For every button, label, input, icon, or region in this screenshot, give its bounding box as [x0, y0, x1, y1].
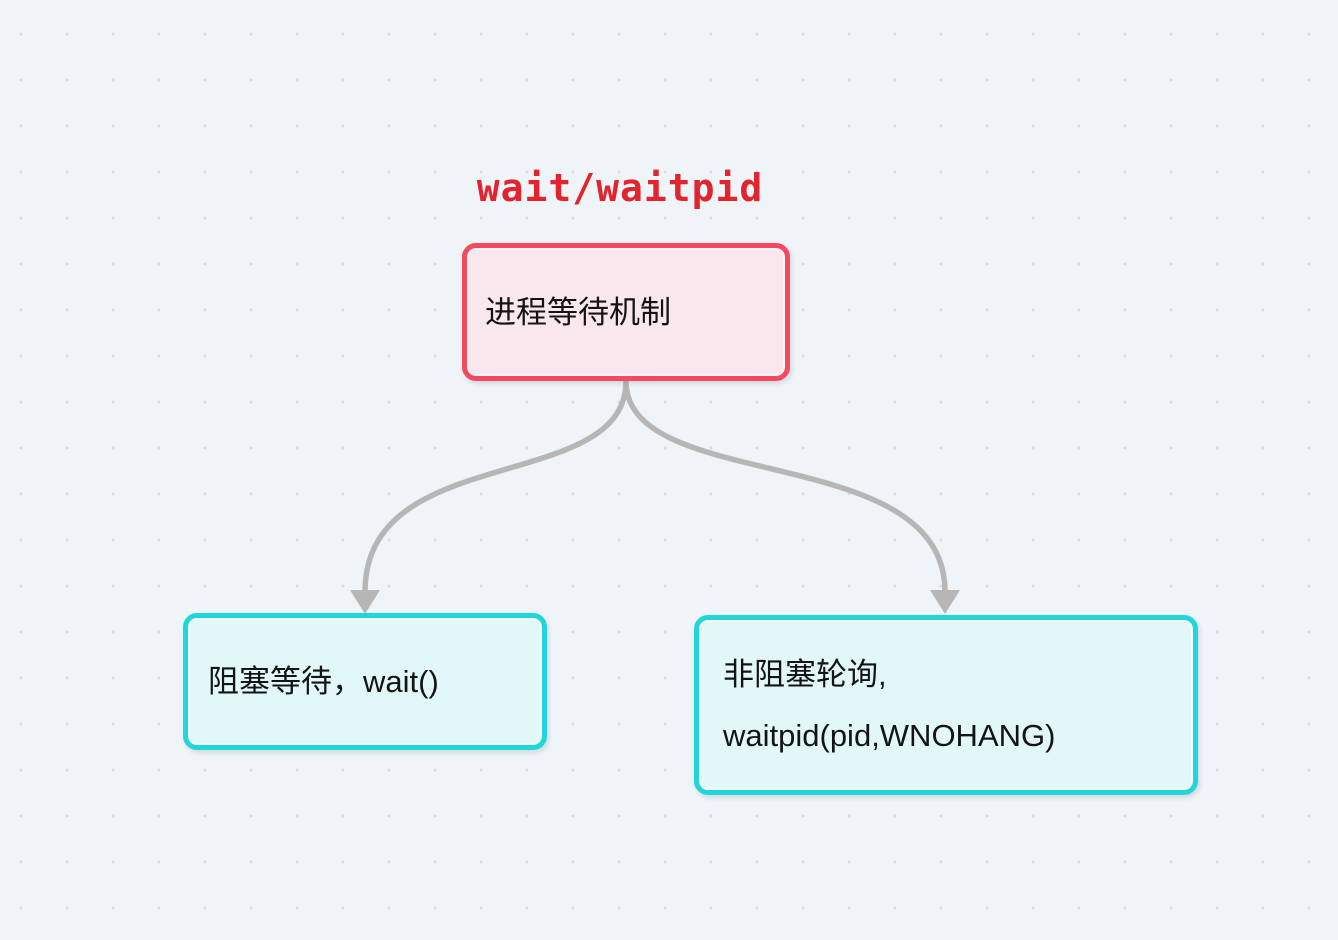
- root-node-process-wait-mechanism[interactable]: 进程等待机制: [462, 243, 790, 381]
- branch-connector-right: [623, 378, 960, 614]
- arrowhead-right-icon: [930, 590, 960, 614]
- diagram-title[interactable]: wait/waitpid: [476, 166, 764, 210]
- child-node-blocking-wait[interactable]: 阻塞等待，wait(): [183, 613, 547, 750]
- child-node-nonblocking-poll[interactable]: 非阻塞轮询, waitpid(pid,WNOHANG): [694, 615, 1198, 795]
- child-node-nonblocking-poll-label-line1: 非阻塞轮询,: [723, 657, 887, 692]
- child-node-blocking-wait-label: 阻塞等待，wait(): [208, 664, 439, 699]
- arrowhead-left-icon: [350, 590, 380, 614]
- branch-connector-left: [350, 378, 629, 614]
- root-node-label: 进程等待机制: [485, 294, 671, 330]
- child-node-nonblocking-poll-label-line2: waitpid(pid,WNOHANG): [723, 718, 1056, 753]
